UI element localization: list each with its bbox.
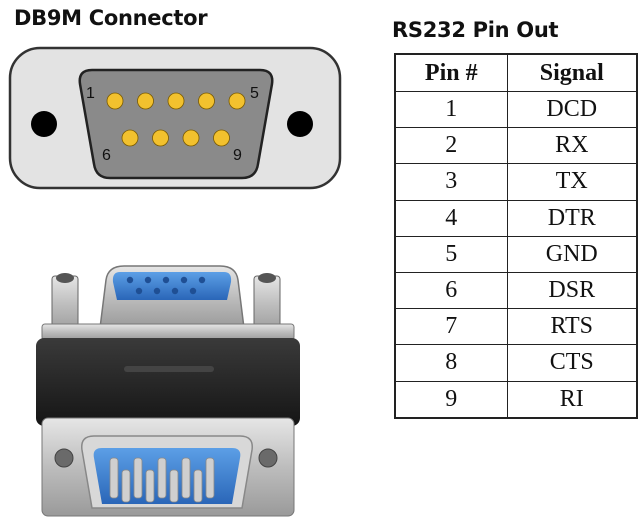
connector-pin [106, 92, 124, 110]
signal-name: DSR [506, 271, 638, 310]
connector-pin [213, 129, 230, 147]
signal-name: RX [506, 127, 638, 165]
connector-pin [167, 92, 185, 110]
signal-name: DCD [506, 90, 638, 129]
connector-pin [198, 92, 215, 110]
table-header-row: Pin # Signal [394, 53, 638, 92]
connector-pin [137, 92, 154, 110]
flange-hole-left [54, 448, 74, 468]
connector-pin [182, 129, 200, 147]
pin-number: 1 [394, 90, 508, 129]
mounting-hole-left [31, 111, 57, 137]
pin-number: 4 [394, 199, 508, 237]
male-pins [109, 457, 215, 503]
pin-number: 2 [394, 127, 508, 165]
signal-name: TX [506, 163, 638, 201]
top-flange [41, 323, 295, 341]
pin-number: 8 [394, 344, 508, 382]
signal-name: DTR [506, 199, 638, 237]
pin-label-1: 1 [86, 85, 95, 102]
header-signal: Signal [506, 53, 638, 92]
pin-number: 7 [394, 308, 508, 346]
connector-trapezoid [78, 68, 274, 180]
pin-row-bottom [121, 129, 230, 147]
pin-row-top [106, 92, 246, 110]
connector-pin [152, 129, 169, 147]
connector-title: DB9M Connector [14, 6, 208, 30]
socket-holes [126, 276, 206, 295]
connector-pin [121, 129, 139, 147]
signal-name: RI [506, 380, 638, 419]
signal-name: GND [506, 235, 638, 273]
signal-name: CTS [506, 344, 638, 382]
adapter-photo [36, 265, 300, 517]
pin-label-5: 5 [250, 85, 259, 102]
connector-pin [228, 92, 246, 110]
pin-label-9: 9 [233, 147, 242, 164]
pin-number: 6 [394, 271, 508, 310]
adapter-body [36, 338, 300, 426]
db9m-connector-diagram: 1 5 6 9 [8, 46, 342, 190]
pinout-title: RS232 Pin Out [392, 18, 559, 42]
mounting-hole-right [287, 111, 313, 137]
pin-number: 5 [394, 235, 508, 273]
signal-name: RTS [506, 308, 638, 346]
pin-number: 9 [394, 380, 508, 419]
header-pin: Pin # [394, 53, 508, 92]
pin-number: 3 [394, 163, 508, 201]
top-insulator [112, 272, 232, 300]
flange-hole-right [258, 448, 278, 468]
pin-label-6: 6 [102, 147, 111, 164]
